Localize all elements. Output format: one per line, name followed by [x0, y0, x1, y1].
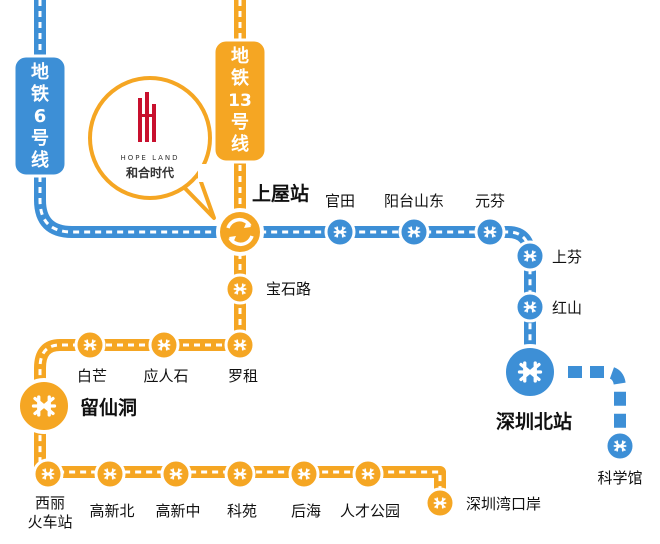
station-label-baoshilu: 宝石路: [266, 280, 311, 298]
station-shangwu-interchange[interactable]: [216, 208, 264, 256]
line-13-char-5: 线: [231, 133, 249, 155]
station-guantian[interactable]: [324, 216, 356, 248]
station-yuanfen[interactable]: [474, 216, 506, 248]
station-label-shenzhen-north: 深圳北站: [496, 410, 572, 433]
station-xili-railway[interactable]: [32, 458, 64, 490]
station-gaoxinzhong[interactable]: [160, 458, 192, 490]
line-13-char-4: 号: [231, 112, 249, 133]
line-13-char-1: 地: [231, 45, 249, 67]
line-6-char-5: 线: [31, 149, 49, 171]
station-shangfen[interactable]: [514, 240, 546, 272]
line-6-char-1: 地: [31, 61, 49, 83]
station-label-baimang: 白芒: [77, 367, 107, 385]
station-label-keyuan: 科苑: [227, 502, 257, 520]
station-label-rencai-park: 人才公园: [340, 502, 400, 520]
station-baimang[interactable]: [74, 329, 106, 361]
station-label-gaoxinzhong: 高新中: [155, 502, 200, 520]
station-keyuan[interactable]: [224, 458, 256, 490]
station-yangtai-shandong[interactable]: [398, 216, 430, 248]
station-label-xili-line2: 火车站: [27, 513, 72, 531]
station-yingrenshi[interactable]: [148, 329, 180, 361]
station-kexueguan[interactable]: [604, 430, 636, 462]
station-label-yingrenshi: 应人石: [143, 367, 188, 385]
station-label-guantian: 官田: [325, 192, 355, 210]
station-baoshilu[interactable]: [224, 273, 256, 305]
station-label-kexueguan: 科学馆: [597, 469, 642, 487]
logo-brand-cn: 和合时代: [125, 165, 174, 180]
line-13-char-3: 13: [228, 91, 252, 111]
logo-brand-en: HOPE LAND: [120, 154, 179, 162]
station-luozu[interactable]: [224, 329, 256, 361]
hopeland-logo-mark: [138, 92, 156, 142]
station-label-hongshan: 红山: [552, 299, 582, 317]
line-13-badge: 地 铁 13 号 线: [212, 38, 268, 164]
station-label-liuxiandong: 留仙洞: [80, 396, 137, 419]
hopeland-logo-callout: HOPE LAND 和合时代: [88, 76, 216, 220]
station-shenzhen-north[interactable]: [502, 344, 558, 400]
station-label-xili-line1: 西丽: [35, 494, 65, 512]
station-hongshan[interactable]: [514, 291, 546, 323]
station-label-luozu: 罗租: [228, 367, 258, 385]
line-6-char-4: 号: [31, 128, 49, 149]
line-13-char-2: 铁: [231, 67, 249, 89]
station-label-yangtai-shandong: 阳台山东: [384, 192, 444, 210]
line-6-char-3: 6: [34, 106, 47, 127]
station-label-yuanfen: 元芬: [475, 192, 505, 210]
station-label-shangfen: 上芬: [552, 248, 582, 266]
station-label-shenzhenwan-port: 深圳湾口岸: [466, 495, 541, 513]
station-label-gaoxinbei: 高新北: [89, 502, 134, 520]
station-houhai[interactable]: [288, 458, 320, 490]
station-label-houhai: 后海: [291, 502, 321, 520]
station-liuxiandong[interactable]: [16, 378, 72, 434]
line-6-badge: 地 铁 6 号 线: [12, 54, 68, 178]
station-shenzhenwan-port[interactable]: [424, 487, 456, 519]
station-label-shangwu: 上屋站: [252, 182, 309, 205]
line-6-char-2: 铁: [31, 83, 49, 105]
station-gaoxinbei[interactable]: [94, 458, 126, 490]
station-rencai-park[interactable]: [352, 458, 384, 490]
